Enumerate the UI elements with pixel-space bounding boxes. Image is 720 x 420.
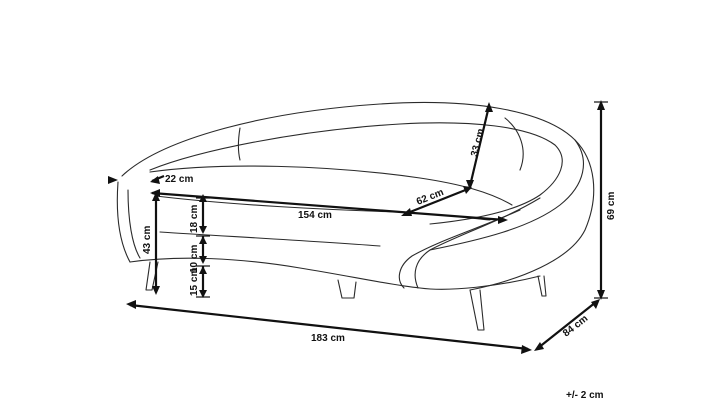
label-cushion-thickness: 10 cm (189, 245, 200, 273)
label-depth-top: 33 cm (469, 127, 487, 157)
label-leg-height: 15 cm (189, 268, 200, 296)
label-total-width: 183 cm (311, 333, 345, 344)
label-arm-width: 22 cm (165, 174, 193, 185)
label-seat-height: 43 cm (142, 226, 153, 254)
label-seat-width: 154 cm (298, 210, 332, 221)
label-total-height: 69 cm (606, 192, 617, 220)
sofa-outline (116, 102, 595, 331)
dimension-lines (108, 100, 608, 354)
label-seat-to-backrest: 18 cm (189, 205, 200, 233)
tolerance-note: +/- 2 cm (566, 390, 604, 401)
